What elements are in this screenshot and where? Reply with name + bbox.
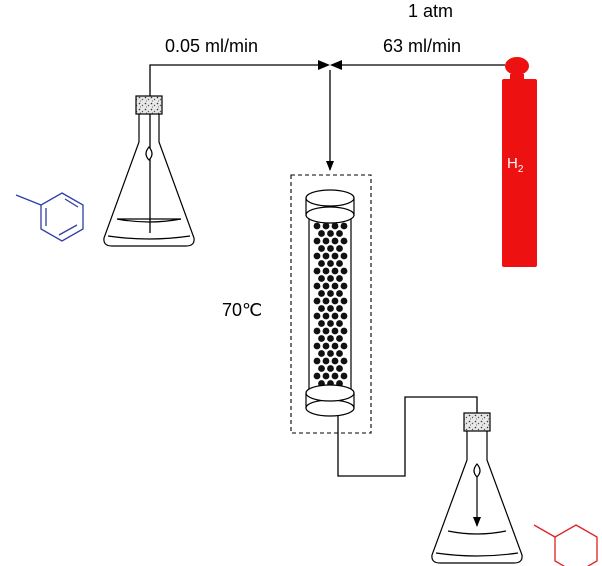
catalyst-beads: [313, 222, 348, 387]
catalyst-bead: [322, 237, 330, 245]
catalyst-bead: [318, 275, 325, 282]
catalyst-bead: [327, 365, 334, 372]
catalyst-bead: [318, 290, 325, 297]
catalyst-bead: [313, 342, 321, 350]
catalyst-bead: [318, 335, 325, 342]
catalyst-bead: [331, 237, 339, 245]
catalyst-bead: [313, 282, 321, 290]
catalyst-bead: [331, 297, 339, 305]
catalyst-bead: [340, 342, 348, 350]
catalyst-bead: [313, 372, 321, 380]
catalyst-bead: [336, 230, 343, 237]
catalyst-bead: [331, 282, 339, 290]
catalyst-bead: [313, 312, 321, 320]
catalyst-bead: [331, 267, 339, 275]
catalyst-bead: [336, 260, 343, 267]
catalyst-bead: [331, 357, 339, 365]
temperature-label: 70℃: [222, 300, 262, 320]
catalyst-bead: [331, 372, 339, 380]
catalyst-bead: [313, 297, 321, 305]
outlet-line: [337, 396, 478, 477]
catalyst-bead: [322, 357, 330, 365]
toluene-structure-icon: [15, 192, 84, 242]
t-mixer-icon: [318, 60, 342, 70]
catalyst-bead: [340, 222, 348, 230]
catalyst-bead: [340, 237, 348, 245]
catalyst-bead: [336, 305, 343, 312]
catalyst-bead: [331, 342, 339, 350]
catalyst-bead: [340, 252, 348, 260]
catalyst-bead: [340, 267, 348, 275]
gas-cylinder-icon: H2: [502, 57, 537, 267]
catalyst-bead: [318, 305, 325, 312]
catalyst-bead: [327, 275, 334, 282]
catalyst-bead: [318, 260, 325, 267]
catalyst-bead: [322, 312, 330, 320]
catalyst-bead: [313, 327, 321, 335]
catalyst-bead: [313, 267, 321, 275]
catalyst-bead: [322, 297, 330, 305]
catalyst-bead: [331, 327, 339, 335]
catalyst-bead: [340, 297, 348, 305]
liquid-flow-label: 0.05 ml/min: [165, 36, 258, 56]
catalyst-bead: [318, 320, 325, 327]
catalyst-bead: [322, 222, 330, 230]
feed-lines: [149, 64, 505, 233]
methylcyclohexane-structure-icon: [533, 524, 598, 566]
catalyst-bead: [322, 372, 330, 380]
catalyst-bead: [327, 260, 334, 267]
catalyst-bead: [336, 275, 343, 282]
catalyst-bead: [336, 365, 343, 372]
gas-flow-label: 63 ml/min: [383, 36, 461, 56]
catalyst-bead: [322, 267, 330, 275]
catalyst-bead: [327, 290, 334, 297]
catalyst-bead: [336, 320, 343, 327]
collection-flask: [431, 412, 523, 564]
catalyst-bead: [340, 312, 348, 320]
catalyst-bead: [327, 335, 334, 342]
erlenmeyer-flask-icon: [431, 412, 523, 564]
catalyst-bead: [318, 350, 325, 357]
catalyst-bead: [340, 327, 348, 335]
erlenmeyer-flask-icon: [103, 95, 195, 247]
feed-flask: [103, 95, 195, 247]
catalyst-bead: [313, 357, 321, 365]
gas-label: H2: [507, 155, 524, 175]
catalyst-bead: [327, 305, 334, 312]
catalyst-bead: [313, 222, 321, 230]
catalyst-bead: [318, 245, 325, 252]
catalyst-bead: [327, 350, 334, 357]
catalyst-bead: [340, 372, 348, 380]
catalyst-bead: [318, 365, 325, 372]
catalyst-bead: [340, 282, 348, 290]
catalyst-bead: [336, 350, 343, 357]
catalyst-bead: [327, 245, 334, 252]
catalyst-bead: [322, 342, 330, 350]
gas-pressure-label: 1 atm: [408, 1, 453, 21]
catalyst-bead: [331, 222, 339, 230]
catalyst-bead: [322, 327, 330, 335]
catalyst-bead: [322, 252, 330, 260]
catalyst-bead: [327, 230, 334, 237]
catalyst-bead: [318, 230, 325, 237]
catalyst-bead: [313, 237, 321, 245]
catalyst-bead: [336, 335, 343, 342]
catalyst-bead: [327, 320, 334, 327]
packed-bed-reactor-icon: [290, 174, 372, 434]
catalyst-bead: [322, 282, 330, 290]
catalyst-bead: [336, 245, 343, 252]
catalyst-bead: [340, 357, 348, 365]
heating-zone-box: [290, 174, 372, 434]
catalyst-bead: [331, 312, 339, 320]
catalyst-bead: [336, 290, 343, 297]
catalyst-bead: [313, 252, 321, 260]
catalyst-bead: [331, 252, 339, 260]
liquid-feed-line: [149, 64, 326, 233]
